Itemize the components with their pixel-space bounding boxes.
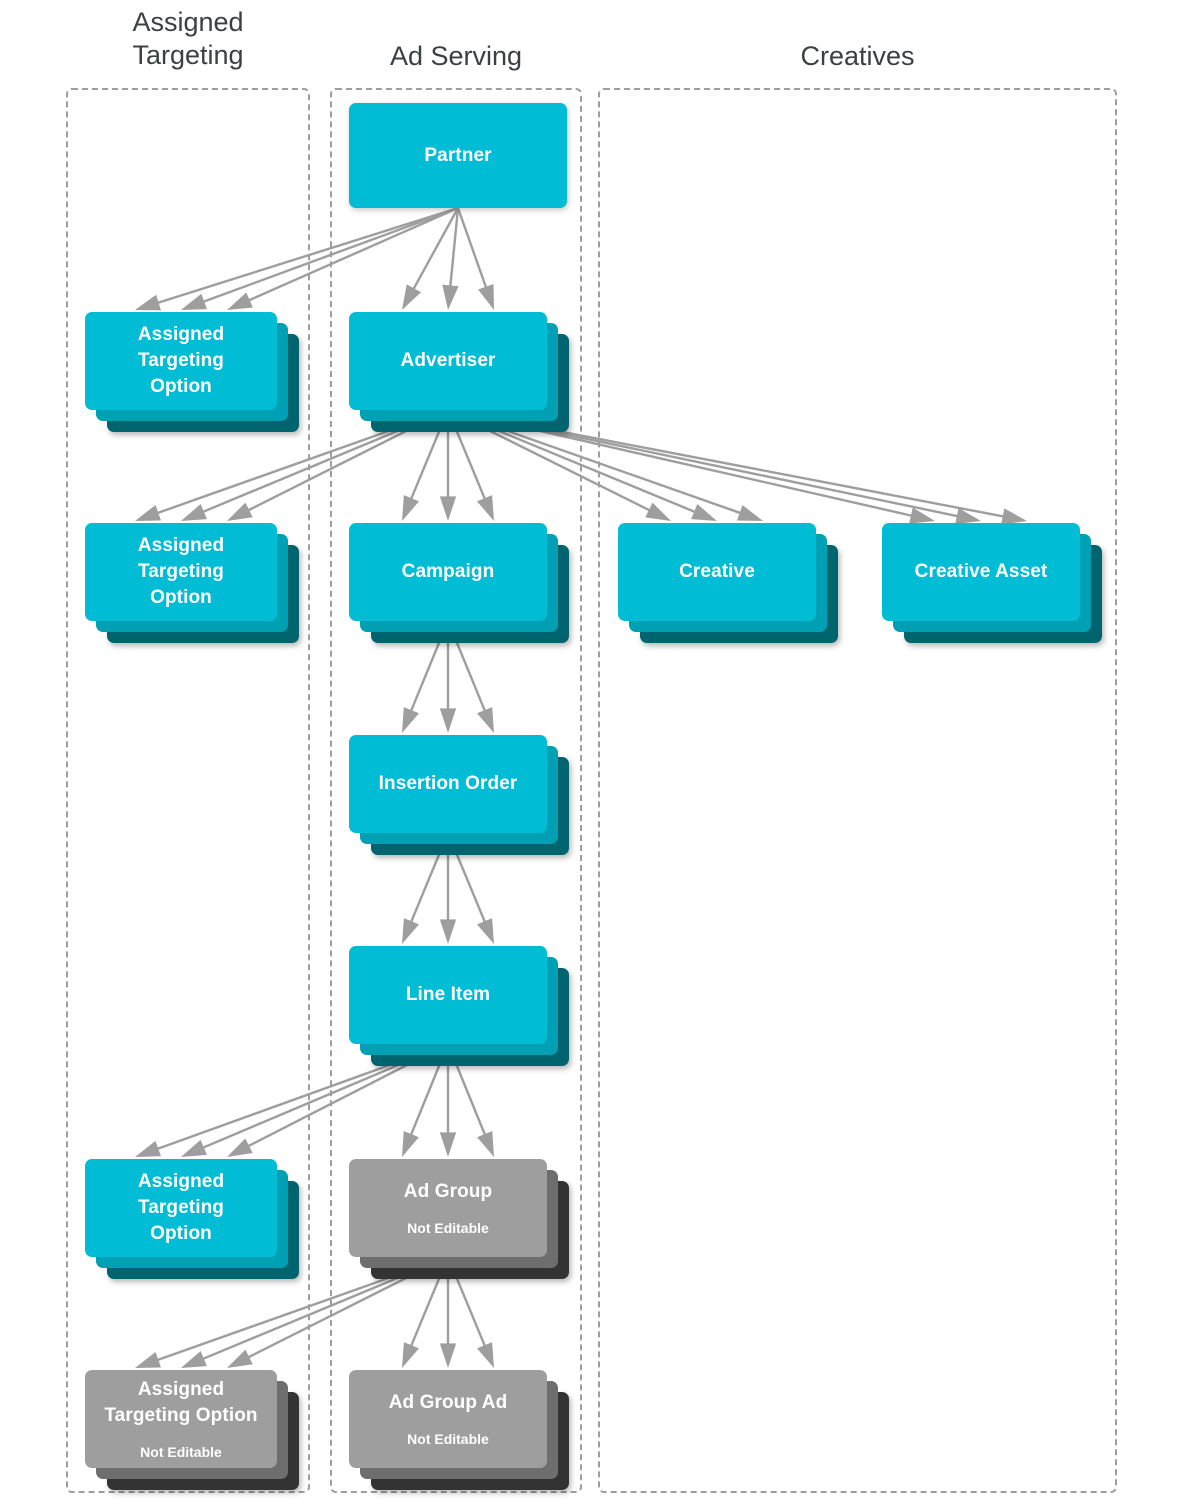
node-partner[interactable]: Partner: [349, 103, 589, 230]
node-face-ad-group-ad[interactable]: Ad Group Ad Not Editable: [349, 1370, 547, 1468]
column-header-line: Ad Serving: [389, 41, 523, 71]
column-header-line: Assigned: [132, 7, 244, 37]
node-face-advertiser[interactable]: Advertiser: [349, 312, 547, 410]
node-advertiser[interactable]: Advertiser: [349, 312, 569, 432]
column-header-line: Targeting: [132, 40, 244, 70]
column-header-ad-serving: Ad Serving: [330, 40, 582, 73]
node-label-line: Creative: [679, 561, 755, 582]
node-label: Partner: [424, 143, 491, 169]
node-face-campaign[interactable]: Campaign: [349, 523, 547, 621]
node-label-line: Insertion Order: [378, 773, 518, 794]
node-label-line: Campaign: [401, 561, 495, 582]
node-label-line: Option: [150, 376, 212, 397]
node-ad-group-ad[interactable]: Ad Group Ad Not Editable: [349, 1370, 569, 1490]
node-label-line: Creative Asset: [914, 561, 1048, 582]
node-sublabel-not-editable: Not Editable: [407, 1220, 489, 1236]
node-sublabel-not-editable: Not Editable: [140, 1444, 222, 1460]
swimlane-creatives: [598, 88, 1117, 1493]
swimlane-ad-serving: [330, 88, 582, 1493]
node-creative[interactable]: Creative: [618, 523, 838, 643]
node-label-line: Assigned: [137, 324, 225, 345]
node-label: Ad Group Ad: [389, 1390, 508, 1416]
column-header-line: Creatives: [800, 41, 915, 71]
column-header-creatives: Creatives: [598, 40, 1117, 73]
node-label-line: Partner: [424, 144, 492, 166]
node-label-line: Line Item: [405, 984, 491, 1005]
node-face-creative-asset[interactable]: Creative Asset: [882, 523, 1080, 621]
node-insertion-order[interactable]: Insertion Order: [349, 735, 569, 855]
node-label-line: Ad Group Ad: [388, 1392, 508, 1413]
node-label: Ad Group: [404, 1179, 492, 1205]
node-label: Creative Asset: [915, 559, 1048, 585]
node-label-line: Assigned: [137, 1379, 225, 1400]
node-label-line: Assigned: [137, 535, 225, 556]
node-label-line: Targeting Option: [104, 1405, 258, 1426]
node-face-line-item[interactable]: Line Item: [349, 946, 547, 1044]
node-label: Insertion Order: [379, 771, 518, 797]
node-creative-asset[interactable]: Creative Asset: [882, 523, 1102, 643]
node-label-line: Advertiser: [400, 350, 496, 371]
node-label-line: Targeting: [137, 350, 225, 371]
node-label: Advertiser: [401, 348, 496, 374]
node-sublabel-not-editable: Not Editable: [407, 1431, 489, 1447]
node-label: Campaign: [402, 559, 495, 585]
node-label-line: Option: [150, 587, 212, 608]
node-label-line: Assigned: [137, 1171, 225, 1192]
node-line-item[interactable]: Line Item: [349, 946, 569, 1066]
node-face-partner[interactable]: Partner: [349, 103, 567, 208]
node-label-line: Option: [150, 1223, 212, 1244]
swimlane-assigned-targeting: [66, 88, 310, 1493]
node-label: Line Item: [406, 982, 490, 1008]
node-label-line: Ad Group: [403, 1181, 493, 1202]
node-label: Creative: [679, 559, 755, 585]
node-campaign[interactable]: Campaign: [349, 523, 569, 643]
node-label-line: Targeting: [137, 1197, 225, 1218]
node-label-line: Targeting: [137, 561, 225, 582]
node-face-insertion-order[interactable]: Insertion Order: [349, 735, 547, 833]
node-face-creative[interactable]: Creative: [618, 523, 816, 621]
